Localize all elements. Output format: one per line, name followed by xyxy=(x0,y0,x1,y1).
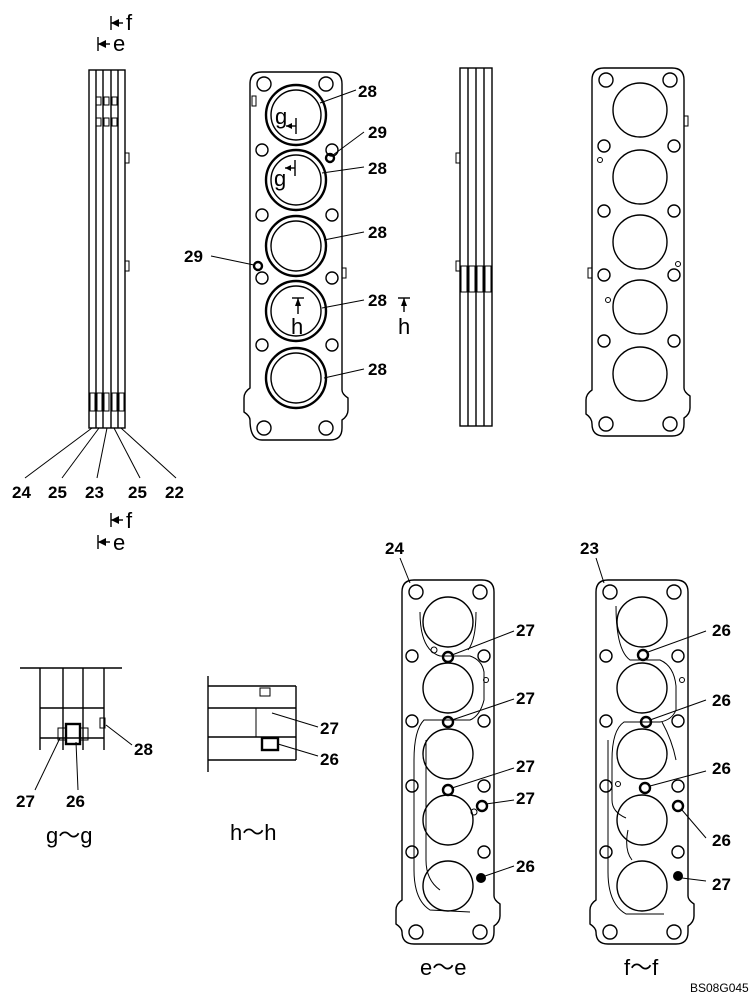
label-ee-27-3: 27 xyxy=(516,757,535,776)
marker-h-1: h xyxy=(291,314,303,339)
section-marker-top: f e xyxy=(97,10,133,56)
title-gg: g～g xyxy=(46,823,92,848)
marker-h-2: h xyxy=(398,314,410,339)
back-gasket-view xyxy=(585,67,691,437)
label-28-5: 28 xyxy=(368,360,387,379)
label-gg-28: 28 xyxy=(134,740,153,759)
label-29-2: 29 xyxy=(184,247,203,266)
front-gasket-view: g g h h 28 29 28 28 28 28 29 xyxy=(184,71,410,441)
label-ee-26: 26 xyxy=(516,857,535,876)
label-23: 23 xyxy=(85,483,104,502)
label-28-2: 28 xyxy=(368,159,387,178)
label-ee-27-1: 27 xyxy=(516,621,535,640)
label-gg-27: 27 xyxy=(16,792,35,811)
section-f-f: 23 26 26 26 26 27 f～f xyxy=(580,539,731,980)
label-25-b: 25 xyxy=(128,483,147,502)
title-ee: e～e xyxy=(420,955,466,980)
label-hh-26: 26 xyxy=(320,750,339,769)
marker-g-2: g xyxy=(274,166,286,191)
label-ff-26-4: 26 xyxy=(712,831,731,850)
label-22: 22 xyxy=(165,483,184,502)
label-gg-26: 26 xyxy=(66,792,85,811)
label-28-1: 28 xyxy=(358,82,377,101)
label-ff-26-3: 26 xyxy=(712,759,731,778)
label-ff-27: 27 xyxy=(712,875,731,894)
section-marker-bottom: f e xyxy=(97,508,133,555)
marker-f-bottom: f xyxy=(126,508,133,533)
label-28-3: 28 xyxy=(368,223,387,242)
marker-g-1: g xyxy=(275,104,287,129)
label-ff-26-1: 26 xyxy=(712,621,731,640)
marker-e-bottom: e xyxy=(113,530,125,555)
marker-f-top: f xyxy=(126,10,133,35)
figure-code: BS08G045 xyxy=(690,981,749,995)
label-25-a: 25 xyxy=(48,483,67,502)
label-ff-23: 23 xyxy=(580,539,599,558)
label-29-1: 29 xyxy=(368,123,387,142)
section-g-g: 27 26 28 g～g xyxy=(16,667,153,848)
label-ee-27-2: 27 xyxy=(516,689,535,708)
label-ee-27-4: 27 xyxy=(516,789,535,808)
label-ff-26-2: 26 xyxy=(712,691,731,710)
side-view-left: 24 25 23 25 22 xyxy=(12,69,184,502)
side-view-right xyxy=(455,67,493,427)
label-24: 24 xyxy=(12,483,31,502)
title-hh: h～h xyxy=(230,820,276,845)
label-hh-27: 27 xyxy=(320,719,339,738)
section-h-h: 27 26 h～h xyxy=(207,676,339,845)
marker-e-top: e xyxy=(113,31,125,56)
title-ff: f～f xyxy=(624,955,659,980)
label-28-4: 28 xyxy=(368,291,387,310)
section-e-e: 24 27 27 27 27 26 e～e xyxy=(385,539,535,980)
label-ee-24: 24 xyxy=(385,539,404,558)
